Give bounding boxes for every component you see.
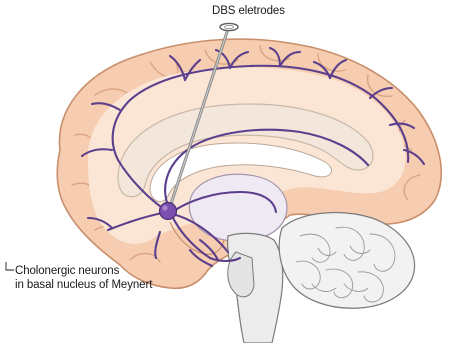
nucleus-highlight — [162, 205, 167, 210]
cholinergic-leader-line — [6, 262, 14, 270]
dbs-electrodes-label: DBS eletrodes — [212, 4, 285, 18]
nucleus-icon — [160, 203, 177, 220]
thalamus — [189, 174, 287, 241]
electrode-head — [220, 23, 238, 30]
pons — [228, 252, 254, 297]
cholinergic-label-line-2: in basal nucleus of Meynert — [15, 278, 152, 292]
cholinergic-label-line-1: Cholonergic neurons — [15, 264, 119, 278]
